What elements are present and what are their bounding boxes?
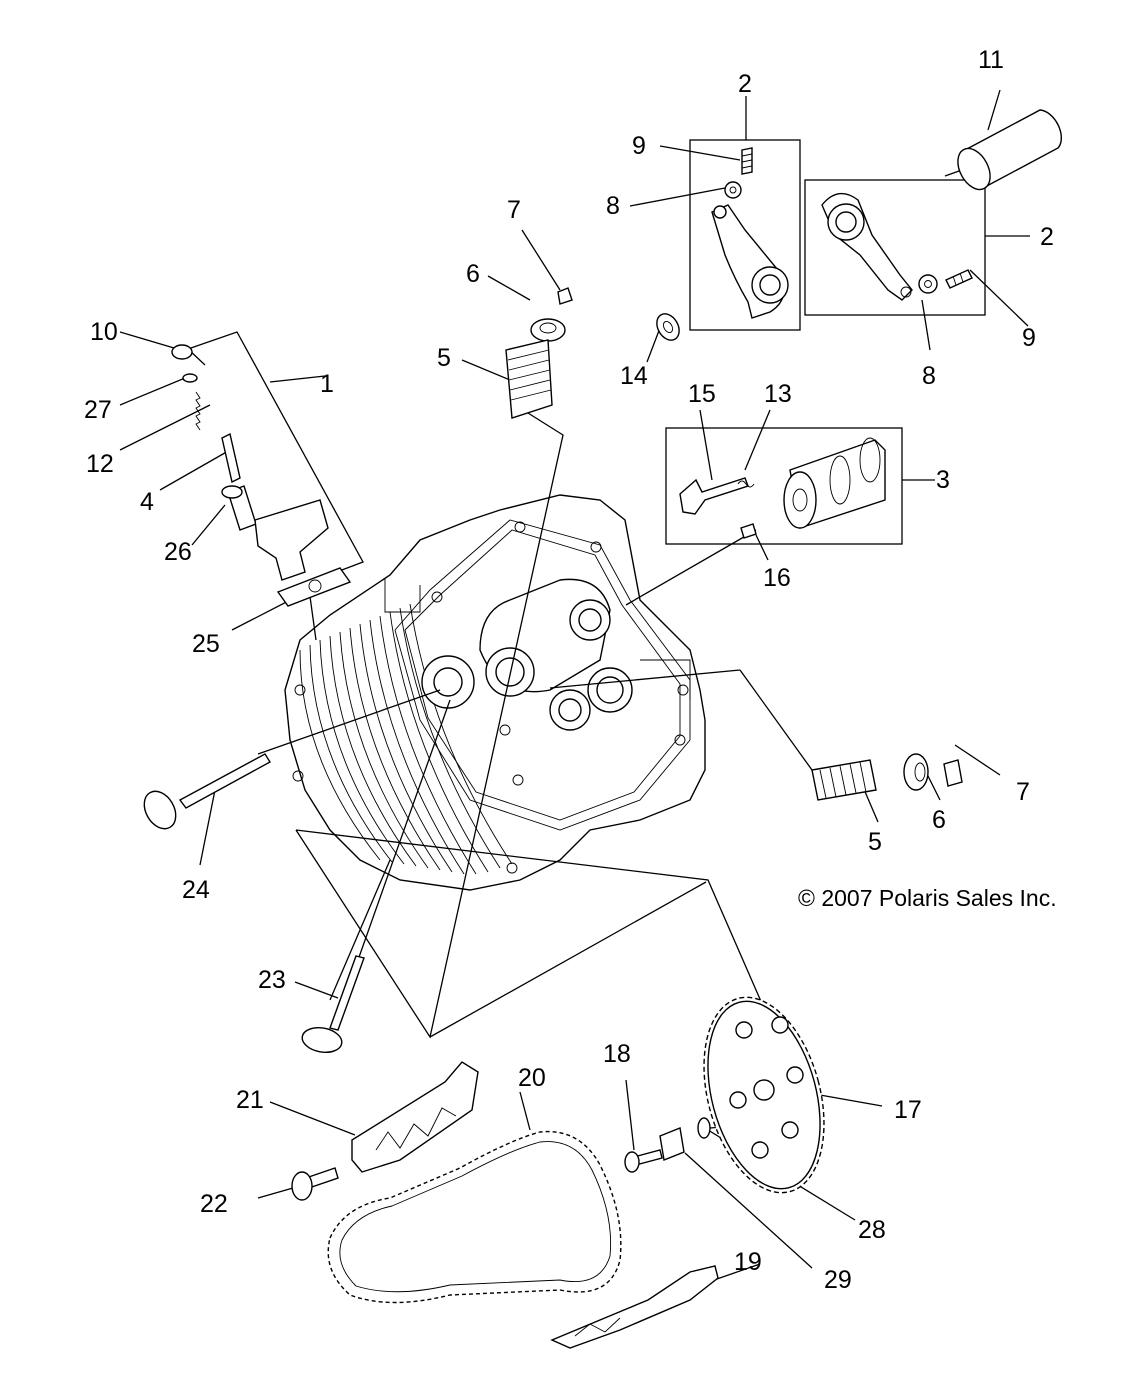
part-13-spring (737, 480, 755, 488)
part-6-retainer-upper (530, 318, 566, 342)
part-21-chain-guide (351, 1061, 479, 1173)
callout: 10 (90, 318, 118, 346)
part-1-tensioner-body (254, 499, 329, 581)
part-2-rocker-arm-right (821, 192, 913, 301)
part-7-keeper-lower (943, 759, 963, 787)
part-23-valve (301, 955, 365, 1054)
part-3-camshaft (783, 437, 886, 529)
callout: 7 (1016, 778, 1030, 806)
callout: 27 (84, 396, 112, 424)
part-15-decomp-lever (679, 477, 749, 515)
part-20-cam-chain (327, 1130, 622, 1304)
callout: 18 (603, 1040, 631, 1068)
part-9-adjust-screw-right (945, 269, 973, 289)
callout: 2 (738, 70, 752, 98)
callout: 4 (140, 488, 154, 516)
callout: 12 (86, 450, 114, 478)
callout: 19 (734, 1248, 762, 1276)
part-11-pin (957, 109, 1063, 191)
callout: 17 (894, 1096, 922, 1124)
copyright-notice: © 2007 Polaris Sales Inc. (798, 885, 1057, 911)
part-27-o-ring (182, 373, 198, 383)
callout: 3 (936, 466, 950, 494)
part-28-washer (697, 1117, 711, 1139)
part-9-adjust-screw-left (741, 147, 753, 175)
callout: 15 (688, 380, 716, 408)
part-8-nut-right (918, 274, 938, 294)
part-19-chain-guide-lower (550, 1265, 719, 1349)
part-25-gasket (276, 567, 352, 607)
callout: 16 (763, 564, 791, 592)
callout: 26 (164, 538, 192, 566)
part-22-pivot-bolt (291, 1167, 339, 1201)
callout: 5 (437, 344, 451, 372)
part-4-plunger (221, 432, 241, 484)
callout: 14 (620, 362, 648, 390)
callout: 1 (320, 370, 334, 398)
callout: 9 (632, 132, 646, 160)
callout: 28 (858, 1216, 886, 1244)
part-26-bolt (221, 485, 257, 531)
part-5-spring-upper (505, 339, 553, 419)
part-12-spring (195, 391, 201, 431)
part-14-washer (656, 313, 680, 341)
callout: 7 (507, 196, 521, 224)
leader-lines (119, 89, 1030, 1281)
callout: 9 (1022, 324, 1036, 352)
callout: 24 (182, 876, 210, 904)
part-2-rocker-arm-left (711, 204, 789, 319)
callout: 22 (200, 1190, 228, 1218)
part-24-valve (143, 753, 271, 830)
callout: 6 (932, 806, 946, 834)
part-6-retainer-lower (903, 753, 929, 791)
callout: 23 (258, 966, 286, 994)
callout: 2 (1040, 223, 1054, 251)
callout: 13 (764, 380, 792, 408)
callout: 20 (518, 1064, 546, 1092)
part-5-spring-lower (811, 759, 877, 801)
callout-labels: 11 2 9 8 2 7 6 10 1 5 27 14 9 8 12 15 13… (84, 46, 1054, 1294)
callout: 29 (824, 1266, 852, 1294)
cylinder-head (284, 494, 706, 891)
callout: 21 (236, 1086, 264, 1114)
callout: 5 (868, 828, 882, 856)
part-18-bolt (624, 1149, 663, 1173)
part-7-keeper-upper (557, 287, 573, 305)
part-8-nut-left (724, 181, 742, 199)
callout: 8 (606, 192, 620, 220)
callout: 11 (978, 46, 1004, 74)
part-29-spacer (659, 1127, 685, 1161)
callout: 25 (192, 630, 220, 658)
callout: 6 (466, 260, 480, 288)
part-10-cap-bolt (171, 344, 193, 360)
part-16-dowel (740, 523, 757, 539)
part-17-sprocket (703, 996, 825, 1194)
callout: 8 (922, 362, 936, 390)
